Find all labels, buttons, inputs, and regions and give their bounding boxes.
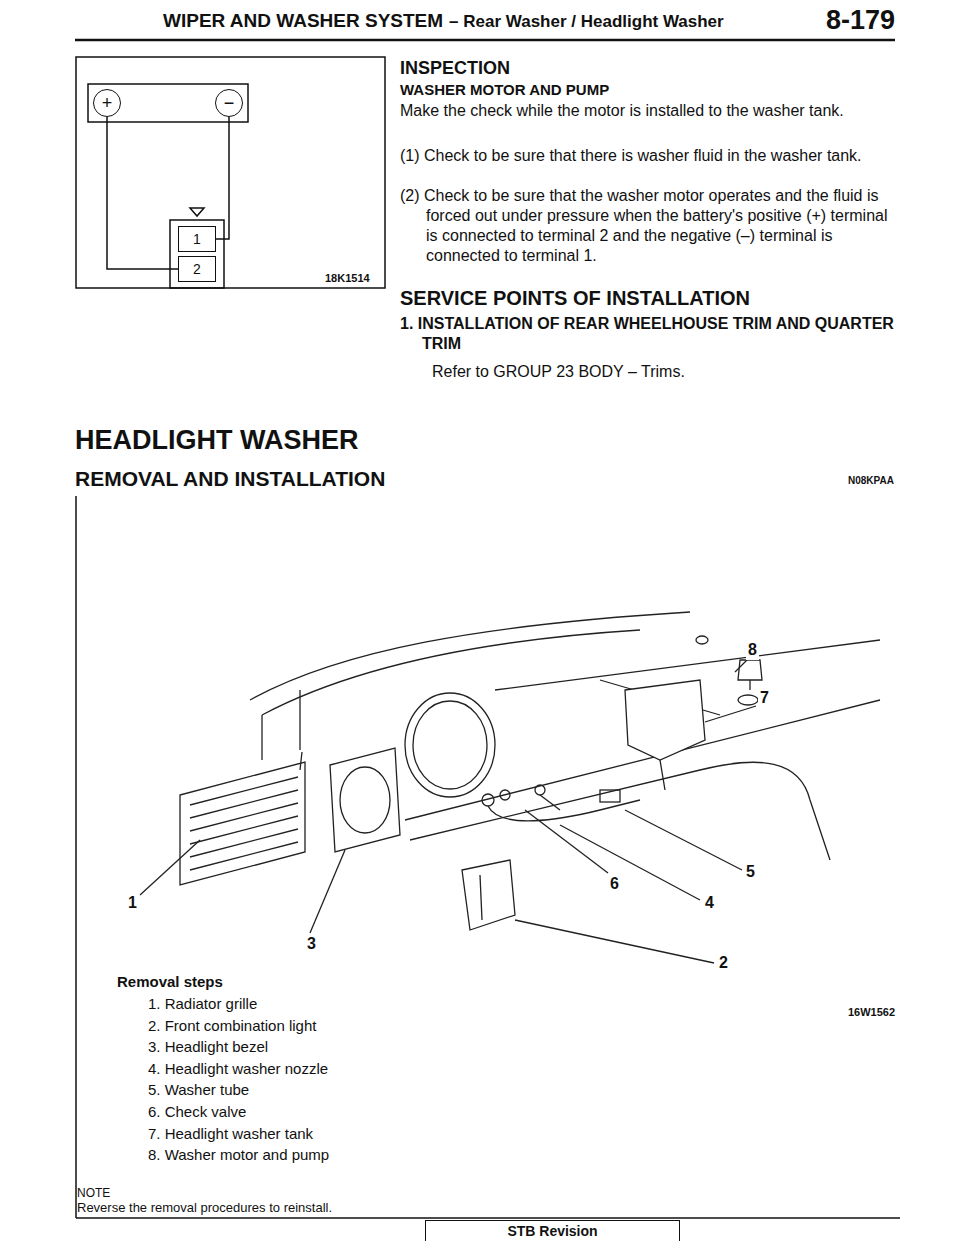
text-label: 5. Washer tube <box>148 1081 249 1100</box>
node-text: + <box>102 93 113 114</box>
connector-mark <box>190 208 204 216</box>
text-label: HEADLIGHT WASHER <box>75 424 359 458</box>
text-label: (1) Check to be sure that there is washe… <box>400 146 895 166</box>
text-label: (2) Check to be sure that the washer mot… <box>400 186 895 266</box>
header-rule <box>75 39 895 42</box>
revision-box: STB Revision <box>425 1220 680 1241</box>
text-label: Reverse the removal procedures to reinst… <box>77 1200 332 1216</box>
callout-number: 8 <box>746 640 759 660</box>
callout-number: 1 <box>126 893 139 913</box>
text-label: Make the check while the motor is instal… <box>400 101 895 121</box>
callout-number: 2 <box>717 953 730 973</box>
headlight-washer-illustration <box>140 612 880 963</box>
battery-terminal: + <box>93 89 121 117</box>
battery-symbol <box>88 84 248 122</box>
text-label: 8-179 <box>826 4 895 38</box>
text-label: NOTE <box>77 1186 110 1201</box>
text-label: REMOVAL AND INSTALLATION <box>75 466 385 492</box>
text-label: 4. Headlight washer nozzle <box>148 1060 328 1079</box>
callout-number: 3 <box>305 934 318 954</box>
text-label: Refer to GROUP 23 BODY – Trims. <box>432 362 685 382</box>
text-label: 1. Radiator grille <box>148 995 257 1014</box>
connector-terminal: 2 <box>178 256 216 282</box>
text-label: 8. Washer motor and pump <box>148 1146 329 1165</box>
node-text: − <box>224 93 235 114</box>
text-label: 18K1514 <box>325 272 370 286</box>
text-label: INSPECTION <box>400 57 510 80</box>
frame-line <box>76 1217 900 1219</box>
text-label: 6. Check valve <box>148 1103 246 1122</box>
connector-terminal: 1 <box>178 226 216 252</box>
wire <box>216 117 229 239</box>
connector-housing <box>170 220 224 288</box>
text-label: 16W1562 <box>848 1006 895 1020</box>
text-label: 2. Front combination light <box>148 1017 316 1036</box>
callout-number: 7 <box>758 688 771 708</box>
text-label: N08KPAA <box>848 475 894 488</box>
callout-number: 5 <box>744 862 757 882</box>
text-label: – Rear Washer / Headlight Washer <box>449 11 724 32</box>
text-label: WASHER MOTOR AND PUMP <box>400 81 609 100</box>
callout-number: 4 <box>703 893 716 913</box>
text-label: WIPER AND WASHER SYSTEM <box>163 9 443 33</box>
text-label: Removal steps <box>117 973 223 992</box>
node-text: 2 <box>193 261 201 277</box>
node-text: STB Revision <box>507 1223 597 1239</box>
text-label: 3. Headlight bezel <box>148 1038 268 1057</box>
battery-terminal: − <box>215 89 243 117</box>
text-label: SERVICE POINTS OF INSTALLATION <box>400 286 750 311</box>
text-label: 7. Headlight washer tank <box>148 1125 313 1144</box>
callout-number: 6 <box>608 874 621 894</box>
text-label: 1. INSTALLATION OF REAR WHEELHOUSE TRIM … <box>400 314 895 354</box>
frame-line <box>75 496 77 1218</box>
figure-frame <box>76 57 385 288</box>
node-text: 1 <box>193 231 201 247</box>
wire <box>107 117 178 269</box>
